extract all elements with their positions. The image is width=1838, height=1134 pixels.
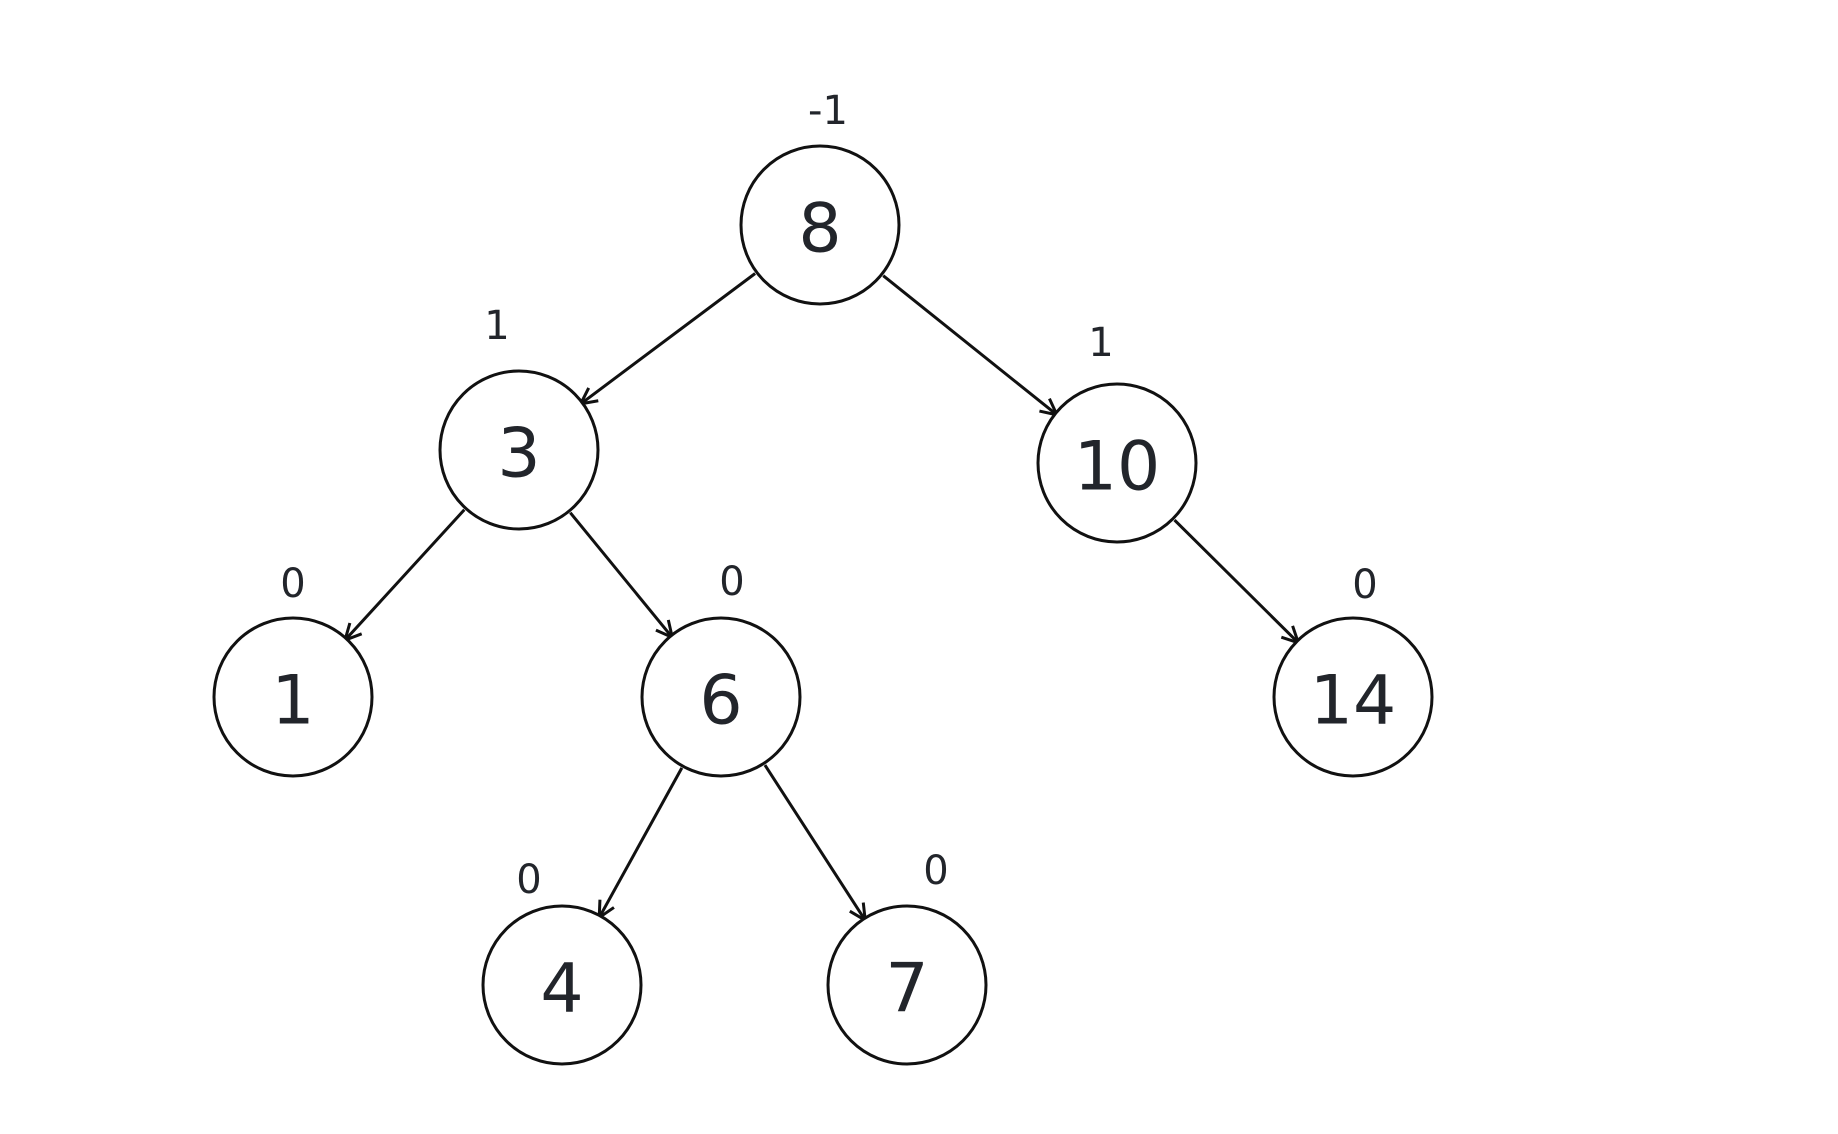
edge-arrow-10-to-14 <box>1173 518 1299 643</box>
tree-node-4: 40 <box>481 857 643 1066</box>
node-circle <box>212 616 374 778</box>
balance-factor-label: 0 <box>516 857 541 903</box>
edge-arrow-6-to-7 <box>763 764 865 920</box>
balance-factor-label: 0 <box>719 559 744 605</box>
tree-node-3: 31 <box>438 303 600 531</box>
node-circle <box>438 369 600 531</box>
tree-node-10: 10 1 <box>1036 320 1198 544</box>
node-value-label: 3 <box>497 415 540 494</box>
node-circle <box>739 144 901 306</box>
balance-factor-label: 0 <box>923 848 948 894</box>
node-value-label: 8 <box>798 190 841 269</box>
node-value-label: 4 <box>540 950 583 1029</box>
balance-factor-label: -1 <box>808 88 848 134</box>
balance-factor-label: 0 <box>1352 562 1377 608</box>
edge-arrow-8-to-3 <box>581 272 757 403</box>
tree-node-14: 14 0 <box>1272 562 1434 778</box>
tree-node-8: 8 -1 <box>739 88 901 306</box>
balance-factor-label: 1 <box>484 303 509 349</box>
node-circle <box>1272 616 1434 778</box>
balance-factor-label: 0 <box>280 561 305 607</box>
tree-node-6: 60 <box>640 559 802 778</box>
edge-arrow-3-to-6 <box>569 511 672 638</box>
node-circle <box>1036 382 1198 544</box>
balance-factor-label: 1 <box>1088 320 1113 366</box>
tree-node-7: 70 <box>826 848 988 1066</box>
node-value-label: 1 <box>271 662 314 741</box>
edges-layer <box>345 272 1299 920</box>
edge-arrow-3-to-1 <box>345 508 466 640</box>
node-value-label: 14 <box>1310 662 1397 741</box>
edge-arrow-6-to-4 <box>599 767 684 918</box>
edge-arrow-8-to-10 <box>882 274 1057 415</box>
node-value-label: 10 <box>1074 428 1161 507</box>
node-circle <box>481 904 643 1066</box>
node-circle <box>826 904 988 1066</box>
tree-node-1: 10 <box>212 561 374 778</box>
node-value-label: 6 <box>699 662 742 741</box>
node-value-label: 7 <box>885 950 928 1029</box>
node-circle <box>640 616 802 778</box>
